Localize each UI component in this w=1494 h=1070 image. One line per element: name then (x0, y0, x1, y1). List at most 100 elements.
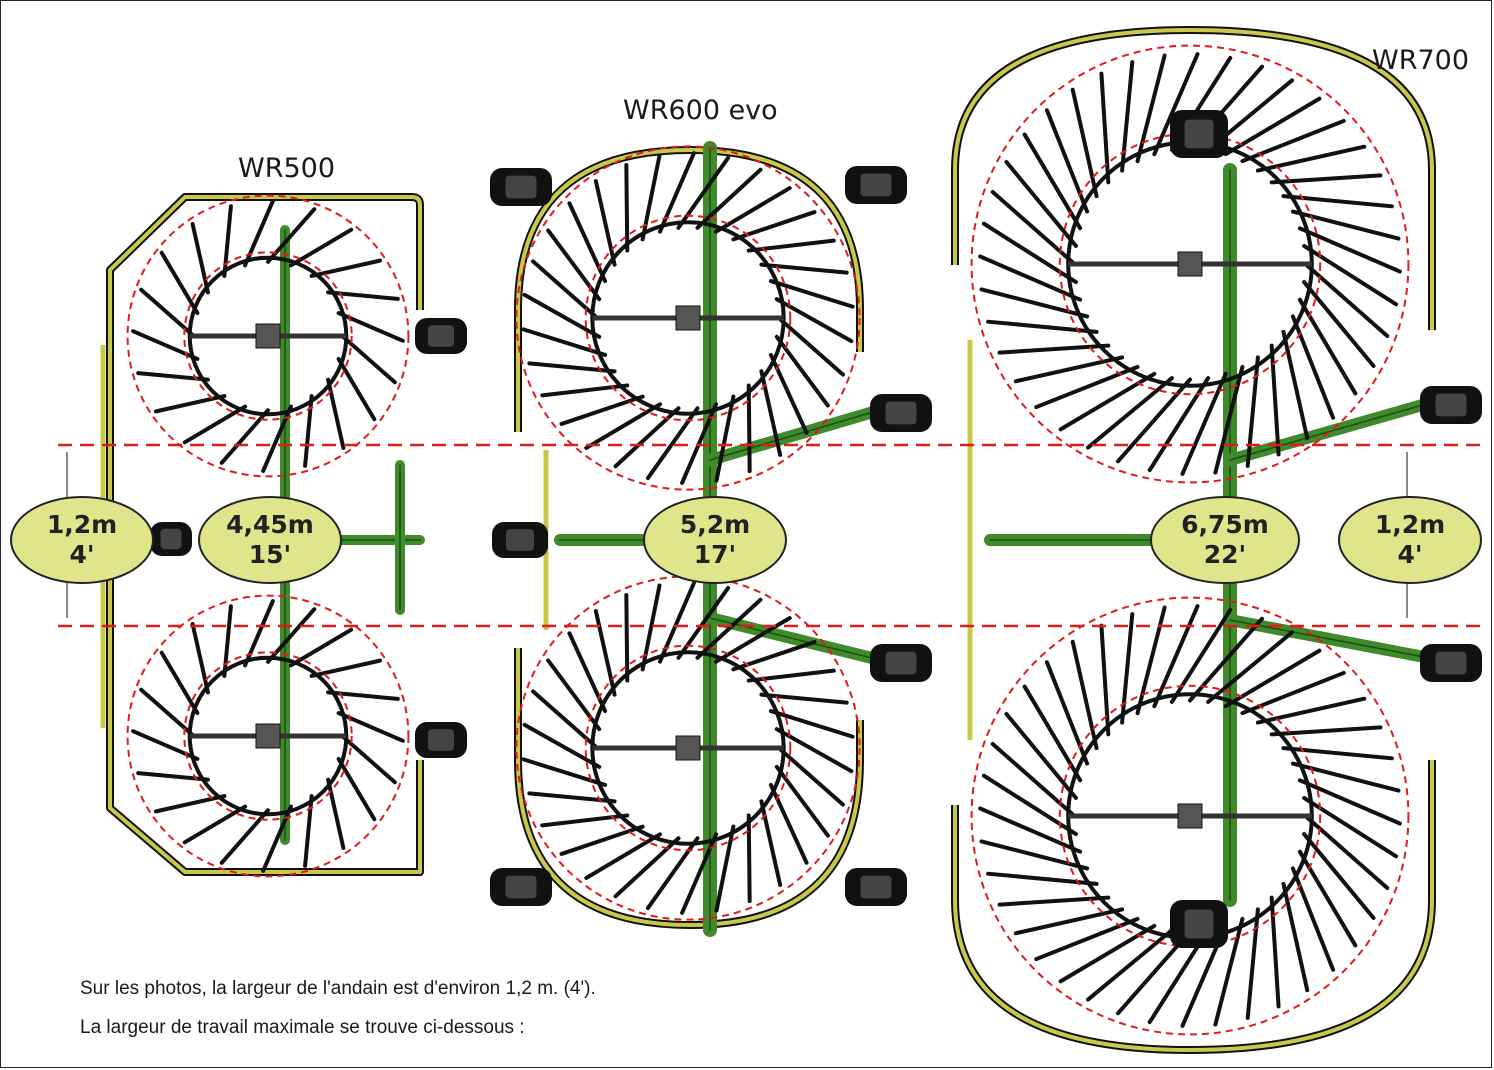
rotor-tine-arm (1297, 778, 1402, 826)
rotor-tine-arm (776, 746, 845, 807)
wheel-hub (885, 401, 917, 425)
wr600-rotor-front (515, 145, 861, 491)
rotor-tine-arm (657, 581, 696, 664)
rotor-tine-arm (340, 734, 397, 785)
rotor-tine-arm (1058, 371, 1157, 432)
wheel-hub (428, 729, 454, 751)
rotor-tine-arm (309, 258, 382, 278)
rotor-tine-arm (624, 592, 630, 683)
rotor-gearbox (675, 735, 701, 761)
rotor-tine-arm (1152, 52, 1200, 157)
rotor-tine-arm (326, 777, 346, 850)
wr700-front-guard-outline (951, 26, 1436, 330)
rotor-tine-arm (759, 799, 783, 887)
rotor-tine-arm (746, 238, 836, 253)
rotor-tine-arm (340, 334, 397, 385)
rotor-tine-arm (1120, 60, 1135, 173)
rotor-tine-arm (584, 402, 662, 450)
model-label-wr700: WR700 (1372, 45, 1469, 76)
wr500-rotor-rear (126, 594, 410, 878)
wr500-rotor-front (126, 194, 410, 478)
model-label-wr600: WR600 evo (623, 95, 778, 126)
wr500-wheel-front (415, 318, 467, 354)
rotor-tine-arm (593, 609, 617, 697)
rotor-inner-reach-circle (183, 251, 353, 421)
rotor-tine-arm (746, 668, 836, 683)
rotor-tine-arm (1281, 881, 1310, 993)
rotor-tine-arm (288, 627, 354, 668)
rotor-tine-arm (1302, 280, 1376, 368)
swath-width-badge-right: 1,2m 4' (1338, 496, 1482, 584)
rotor-tine-arm (978, 254, 1083, 302)
rotor-reach-circle (126, 594, 410, 878)
rotor-tine-arm (624, 162, 630, 253)
rotor-tine-arm (768, 709, 855, 739)
badge-imperial: 4' (1397, 540, 1423, 569)
wr700-rotor-rear (970, 596, 1410, 1036)
badge-metric: 4,45m (226, 510, 314, 539)
rotor-tine-arm (521, 757, 608, 787)
rotor-tine-arm (1070, 639, 1099, 751)
rotor-tine-arm (1213, 364, 1245, 475)
rotor-tine-arm (613, 406, 681, 469)
rotor-tine-arm (154, 794, 227, 814)
wheel-hub (505, 175, 537, 199)
rotor-tine-arm (531, 259, 600, 320)
rotor-reach-circle (970, 596, 1410, 1036)
wheel-hub (1184, 119, 1214, 149)
wr700-arm-rear-edge (1229, 619, 1441, 661)
rotor-tine-arm (336, 756, 377, 822)
rotor-gearbox (675, 305, 701, 331)
wheel-hub (1184, 909, 1214, 939)
rotor-tine-arm (1281, 746, 1394, 761)
wheel-hub (860, 173, 892, 197)
rotor-tine-arm (288, 227, 354, 268)
rotor-tine-arm (182, 404, 248, 445)
working-width-badge-wr700: 6,75m 22' (1150, 496, 1300, 584)
rotor-tine-arm (1022, 132, 1083, 231)
rotor-tine-arm (1058, 923, 1157, 984)
wheel-hub (506, 529, 534, 551)
rotor-inner-reach-circle (584, 644, 792, 852)
rotor-tine-arm (695, 597, 763, 660)
badge-imperial: 17' (693, 540, 737, 569)
rotor-tine-arm (559, 824, 645, 856)
rotor-tine-arm (1269, 725, 1383, 737)
wr700-wheel-front (1420, 386, 1482, 424)
wr600-rotor-rear (515, 575, 861, 921)
rotor-tine-arm (774, 334, 830, 408)
rotor-tine-arm (559, 394, 645, 426)
rotor-tine-arm (1297, 297, 1358, 396)
rotor-tine-arm (154, 394, 227, 414)
wr500-wheel-center (150, 522, 192, 556)
wr600-arm-front-edge (709, 409, 881, 461)
rotor-tine-arm (326, 377, 346, 450)
wr600-wheel-rear-right (845, 868, 907, 906)
rotor-tine-arm (522, 722, 602, 769)
rotor-tine-arm (1152, 604, 1200, 709)
rotor-tine-arm (768, 279, 855, 309)
rotor-tine-arm (979, 287, 1090, 319)
rotor-tine-arm (1297, 226, 1402, 274)
rotor-tine-arm (986, 871, 1099, 886)
rotor-tine-arm (1245, 907, 1260, 1020)
wheel-hub (1435, 651, 1467, 675)
rotor-tine-arm (1281, 194, 1394, 209)
wr700-wheel-top (1170, 110, 1228, 158)
wr700-rotor-front (970, 44, 1410, 484)
rotor-tine-arm (1206, 630, 1294, 704)
rotor-tine-arm (657, 151, 696, 234)
rotor-tine-arm (190, 222, 210, 295)
rotor-tine-arm (1302, 832, 1376, 920)
working-width-badge-wr600: 5,2m 17' (643, 496, 787, 584)
rotor-tine-arm (1120, 612, 1135, 725)
rotor-tine-arm (1213, 916, 1245, 1027)
rotor-gearbox (255, 323, 281, 349)
wr600-arm-rear-edge (709, 617, 881, 661)
badge-imperial: 15' (248, 540, 292, 569)
badge-imperial: 4' (69, 540, 95, 569)
wr500-wheel-rear (415, 722, 467, 758)
rotor-tine-arm (1255, 144, 1367, 173)
rotor-tine-arm (774, 764, 830, 838)
